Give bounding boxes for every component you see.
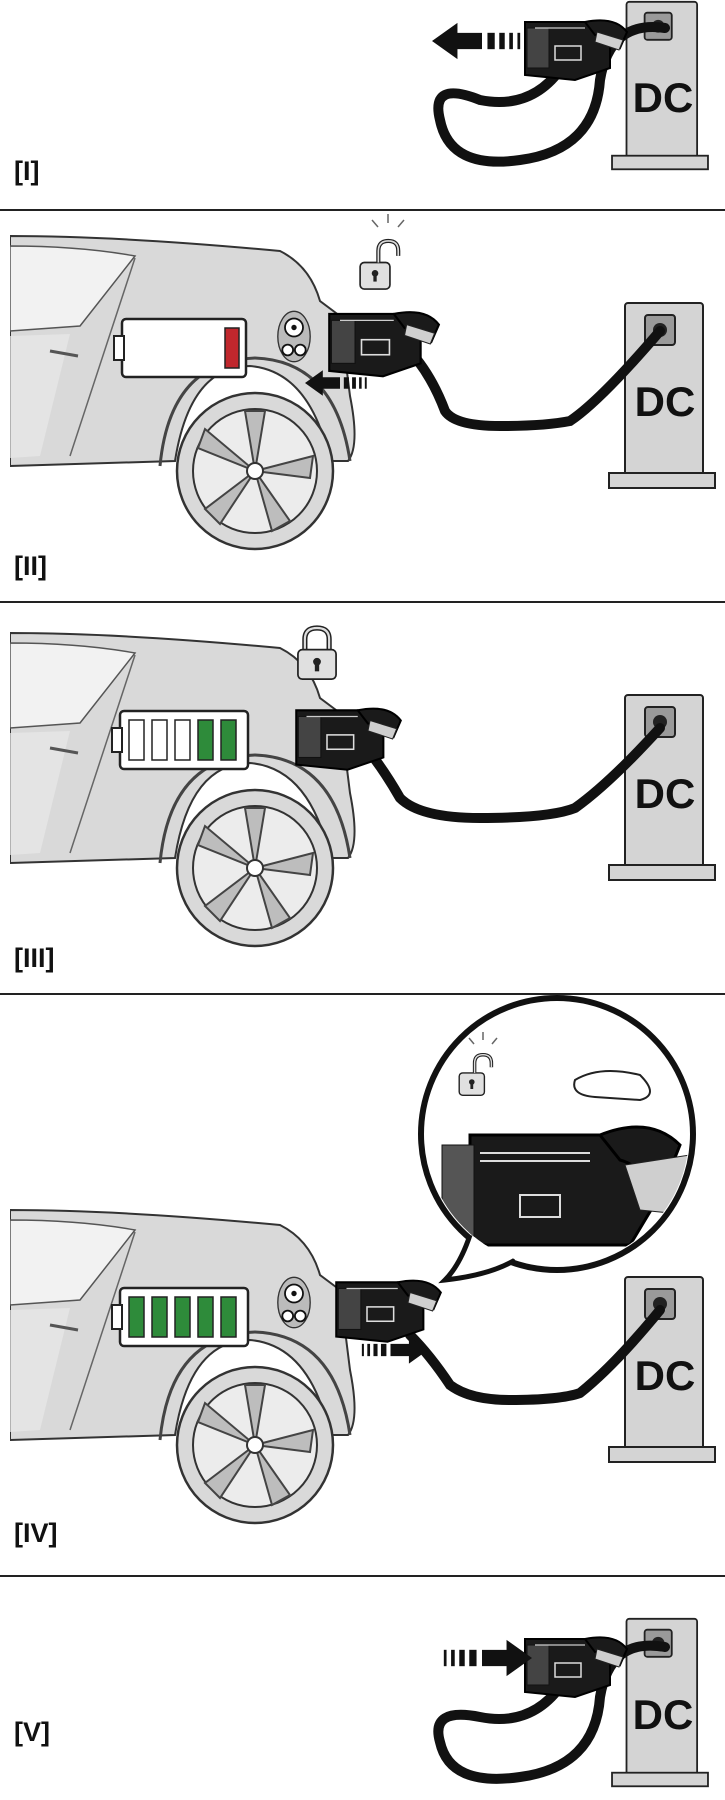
charging-cable (400, 326, 665, 432)
pull-out-arrow-icon (432, 22, 521, 60)
charging-cable (355, 723, 665, 824)
battery-full-icon (111, 1286, 250, 1348)
step-label: [III] (14, 943, 55, 973)
divider (0, 601, 725, 603)
insert-arrow-icon (443, 1639, 532, 1677)
dc-station-label: DC (635, 770, 696, 817)
step-2-panel: DC [II] (0, 211, 725, 601)
divider (0, 1575, 725, 1577)
dc-station-label: DC (635, 378, 696, 425)
step-4-panel: DC [IV] (0, 995, 725, 1575)
unlock-signal-icon (371, 214, 405, 228)
step-5-panel: DC [V] (0, 1577, 725, 1800)
step-1-illustration: DC (432, 0, 709, 171)
step-4-illustration: DC (10, 995, 716, 1525)
battery-low-icon (113, 317, 248, 379)
car-rear (10, 234, 357, 551)
dc-station-label: DC (633, 1691, 694, 1738)
lock-open-icon (360, 241, 398, 289)
divider (0, 209, 725, 211)
step-1-panel: DC [I] (0, 0, 725, 210)
charging-cable (405, 1305, 665, 1406)
zoom-callout (418, 995, 696, 1284)
step-2-illustration: DC (10, 214, 716, 551)
car-charging-inlet (276, 310, 312, 363)
step-label: [II] (14, 551, 47, 581)
dc-station-label: DC (633, 74, 694, 121)
step-label: [IV] (14, 1518, 58, 1548)
divider (0, 993, 725, 995)
unlock-signal-icon (468, 1032, 498, 1045)
step-3-panel: DC [III] (0, 603, 725, 993)
step-label: [V] (14, 1717, 50, 1747)
step-3-illustration: DC (10, 603, 716, 948)
car-rear (10, 1208, 357, 1525)
battery-partial-icon (111, 709, 250, 771)
car-charging-inlet (276, 1276, 312, 1329)
charging-plug (335, 1279, 442, 1343)
lock-closed-icon (298, 628, 336, 679)
step-5-illustration: DC (433, 1617, 709, 1788)
finger-press (573, 1070, 651, 1102)
charging-plug (295, 707, 402, 771)
step-label: [I] (14, 156, 40, 186)
dc-station-label: DC (635, 1352, 696, 1399)
